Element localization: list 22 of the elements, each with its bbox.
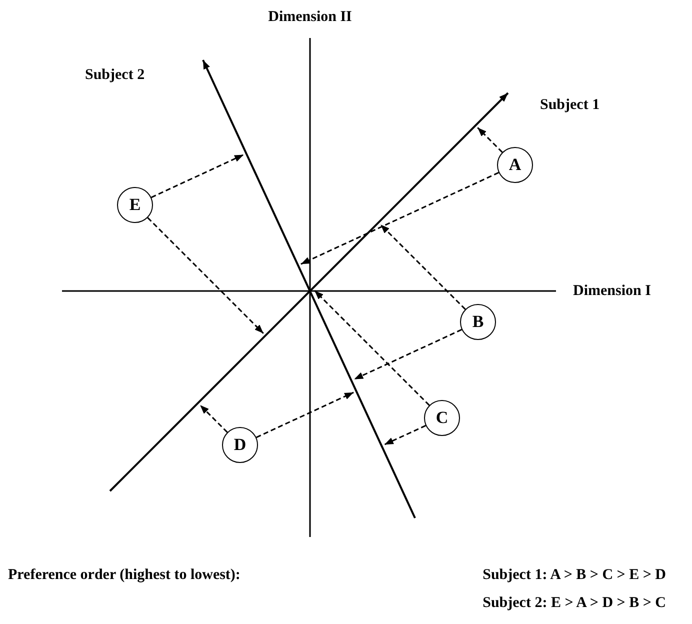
point-circle: E: [117, 187, 153, 223]
line-label: Subject 2: [85, 66, 145, 84]
projection-arrow: [354, 328, 462, 380]
point-circle: C: [424, 400, 460, 436]
note-text: Subject 2: E > A > D > B > C: [482, 594, 666, 612]
note-text: Subject 1: A > B > C > E > D: [482, 566, 666, 584]
point-circle: B: [460, 304, 496, 340]
line-label: Subject 1: [540, 96, 600, 114]
projection-arrow: [150, 154, 244, 198]
projection-arrow: [147, 217, 264, 334]
projection-arrow: [300, 172, 500, 265]
projection-arrow: [256, 392, 354, 438]
projection-arrow: [477, 127, 503, 153]
axis-label: Dimension I: [573, 282, 651, 300]
projection-arrow: [314, 290, 430, 406]
note-text: Preference order (highest to lowest):: [8, 566, 240, 584]
axis-label: Dimension II: [268, 8, 352, 26]
projection-arrow: [384, 424, 426, 446]
projection-arrow: [380, 224, 466, 310]
point-circle: D: [222, 427, 258, 463]
point-circle: A: [497, 147, 533, 183]
projection-arrow: [200, 404, 228, 433]
